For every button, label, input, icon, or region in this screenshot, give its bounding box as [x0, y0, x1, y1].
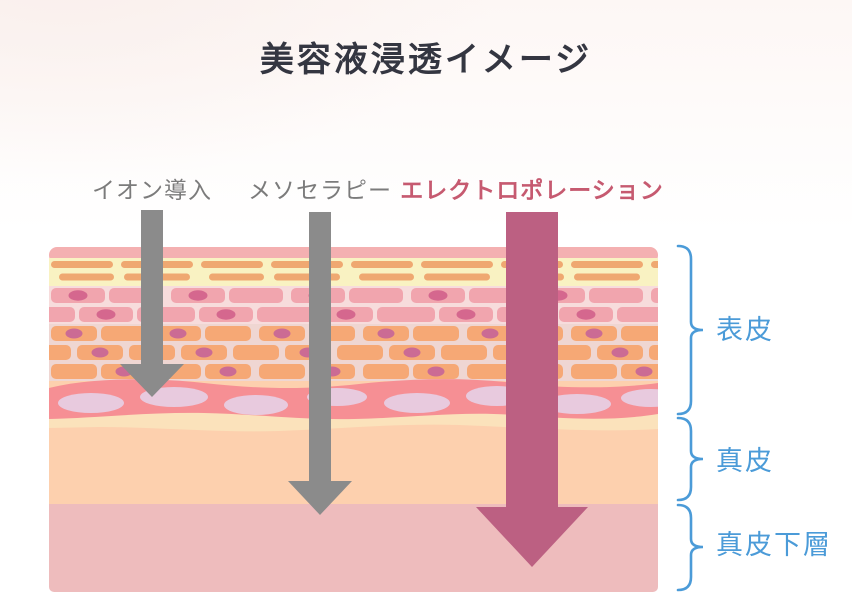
- mesotherapy-arrow-head: [288, 481, 352, 515]
- layer-label-dermis: 真皮: [716, 446, 774, 476]
- mesotherapy-arrow: [288, 212, 352, 515]
- layer-braces: [676, 244, 704, 592]
- electroporation-arrow-head: [476, 507, 588, 567]
- dermis-brace: [676, 416, 704, 502]
- electroporation-arrow: [476, 212, 588, 567]
- mesotherapy-arrow-shaft: [309, 212, 331, 481]
- iontophoresis-arrow-head: [120, 364, 184, 397]
- layer-label-epidermis: 表皮: [716, 315, 774, 345]
- treatment-label-mesotherapy: メソセラピー: [248, 178, 392, 203]
- layer-label-subdermis: 真皮下層: [716, 530, 832, 560]
- treatment-label-iontophoresis: イオン導入: [92, 178, 212, 203]
- page-title: 美容液浸透イメージ: [259, 42, 593, 79]
- electroporation-arrow-shaft: [506, 212, 558, 507]
- epidermis-brace: [676, 244, 704, 416]
- skin-surface-strip: [49, 247, 658, 261]
- iontophoresis-arrow: [120, 210, 184, 397]
- iontophoresis-arrow-shaft: [141, 210, 163, 364]
- treatment-label-electroporation: エレクトロポレーション: [400, 178, 664, 203]
- subdermis-brace: [676, 503, 704, 592]
